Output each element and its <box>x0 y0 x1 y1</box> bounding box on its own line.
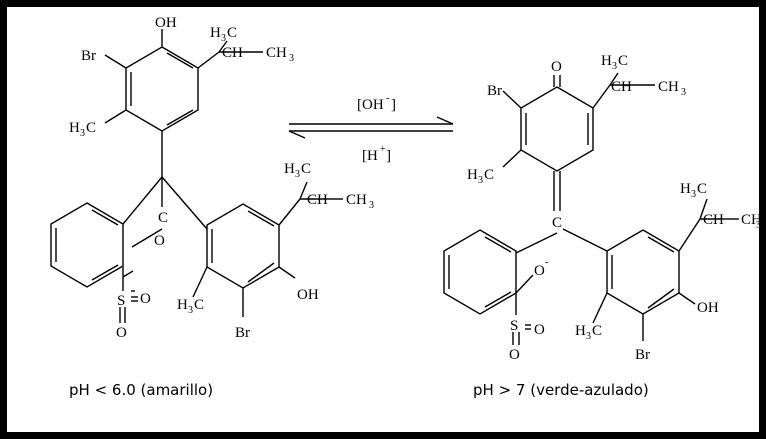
svg-text:3: 3 <box>681 87 686 98</box>
svg-text:CH: CH <box>703 212 724 228</box>
svg-text:3: 3 <box>80 128 85 139</box>
right-br-top: Br <box>487 83 502 99</box>
left-oh-top: OH <box>155 15 177 31</box>
svg-text:3: 3 <box>188 305 193 316</box>
left-central-c: C <box>158 210 168 226</box>
svg-text:C: C <box>301 161 311 177</box>
right-oh-bottom: OH <box>697 300 719 316</box>
left-sulfonyl-o1: O <box>140 291 151 307</box>
right-sulfur: S <box>510 318 518 334</box>
equilibrium-arrows <box>288 116 454 139</box>
svg-text:[OH: [OH <box>357 97 384 113</box>
svg-text:H: H <box>467 167 478 183</box>
svg-text:3: 3 <box>295 169 300 180</box>
right-bottom-ring <box>606 229 680 315</box>
left-br-bottom: Br <box>235 325 250 341</box>
svg-text:CH: CH <box>307 192 328 208</box>
left-oh-bottom: OH <box>297 287 319 303</box>
svg-text:CH: CH <box>346 192 367 208</box>
svg-text:3: 3 <box>756 220 761 231</box>
svg-text:H: H <box>177 297 188 313</box>
svg-text:C: C <box>194 297 204 313</box>
right-sulfonyl-o1: O <box>534 322 545 338</box>
svg-text:3: 3 <box>221 33 226 44</box>
svg-text:CH: CH <box>658 79 679 95</box>
svg-text:H: H <box>601 53 612 69</box>
left-sulfur: S <box>117 293 125 309</box>
reverse-condition: [H + ] <box>362 144 391 164</box>
svg-text:H: H <box>284 161 295 177</box>
svg-text:H: H <box>575 323 586 339</box>
svg-text:H: H <box>69 120 80 136</box>
right-br-bottom: Br <box>635 347 650 363</box>
svg-text:3: 3 <box>369 200 374 211</box>
svg-text:H: H <box>680 181 691 197</box>
svg-text:CH: CH <box>222 45 243 61</box>
svg-text:CH: CH <box>611 79 632 95</box>
forward-condition: [OH - ] <box>357 93 396 113</box>
right-central-c: C <box>552 215 562 231</box>
svg-text:3: 3 <box>586 331 591 342</box>
svg-text:]: ] <box>386 148 391 164</box>
left-caption: pH < 6.0 (amarillo) <box>69 381 213 399</box>
left-ring-oxygen: O <box>154 233 165 249</box>
svg-text:C: C <box>484 167 494 183</box>
left-br-top: Br <box>81 48 96 64</box>
right-molecule <box>443 72 723 345</box>
svg-text:C: C <box>618 53 628 69</box>
svg-text:C: C <box>697 181 707 197</box>
svg-text:[H: [H <box>362 148 378 164</box>
right-sulfonate-o-minus: O - <box>534 257 548 279</box>
left-sulfonyl-o2: O <box>116 325 127 341</box>
svg-text:CH: CH <box>741 212 761 228</box>
right-carbonyl-o: O <box>551 59 562 75</box>
svg-text:O: O <box>534 263 545 279</box>
svg-text:C: C <box>227 25 237 41</box>
right-quinoid-ring <box>520 86 594 172</box>
svg-text:]: ] <box>391 97 396 113</box>
svg-text:C: C <box>592 323 602 339</box>
svg-text:-: - <box>386 93 389 104</box>
svg-text:3: 3 <box>478 175 483 186</box>
right-benzo-ring <box>443 229 517 315</box>
svg-text:C: C <box>86 120 96 136</box>
right-caption: pH > 7 (verde-azulado) <box>473 381 649 399</box>
left-top-ring <box>125 46 199 132</box>
svg-text:3: 3 <box>691 189 696 200</box>
left-benzo-ring <box>50 202 124 288</box>
svg-text:+: + <box>380 144 386 155</box>
svg-text:H: H <box>210 25 221 41</box>
svg-text:3: 3 <box>289 53 294 64</box>
left-bottom-ring <box>206 203 280 289</box>
right-sulfonyl-o2: O <box>509 347 520 363</box>
left-molecule <box>50 29 327 323</box>
svg-text:3: 3 <box>612 61 617 72</box>
svg-text:-: - <box>545 257 548 268</box>
svg-text:CH: CH <box>266 45 287 61</box>
